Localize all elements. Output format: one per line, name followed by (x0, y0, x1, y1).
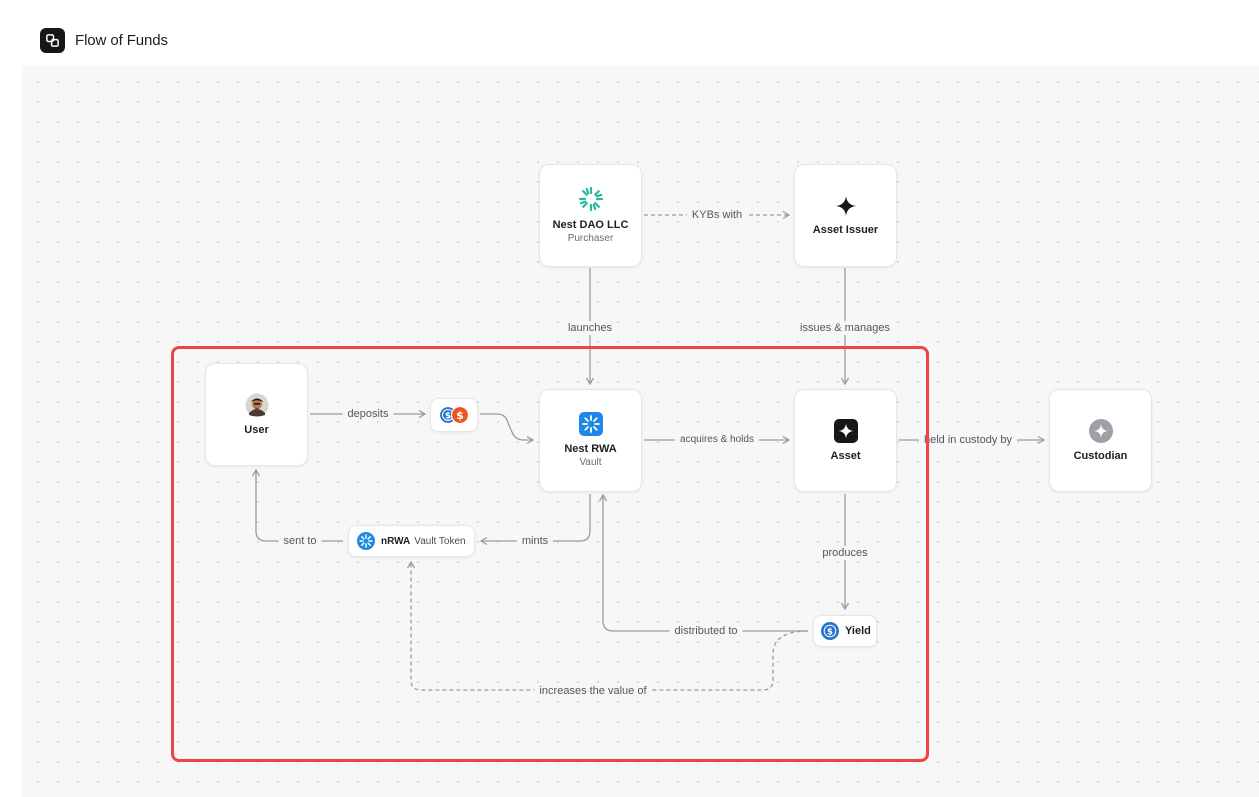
node-title: Nest RWA (564, 442, 617, 455)
edge-label-launches: launches (562, 321, 618, 335)
node-title: Yield (845, 625, 871, 637)
node-nrwa-vault-token[interactable]: nRWA Vault Token (348, 525, 475, 557)
edge-label-issues-manages: issues & manages (795, 321, 895, 335)
usdc-coin-icon: $ (821, 622, 839, 640)
node-nest-rwa-vault[interactable]: Nest RWA Vault (539, 389, 642, 492)
deposit-coins[interactable]: $ $ (430, 398, 478, 432)
node-title: Asset (830, 449, 861, 462)
node-subtitle: Vault (579, 456, 602, 468)
stablecoins-icon: $ $ (438, 405, 470, 425)
node-yield[interactable]: $ Yield (813, 615, 877, 647)
header: Flow of Funds (40, 28, 168, 53)
nest-burst-icon (578, 186, 603, 211)
svg-text:$: $ (445, 412, 451, 422)
node-title: Nest DAO LLC (552, 218, 629, 231)
app-logo-icon (40, 28, 65, 53)
sparkle-icon (835, 195, 856, 216)
edge-label-mints: mints (516, 534, 554, 548)
node-title: Custodian (1073, 449, 1128, 462)
edge-label-deposits: deposits (342, 407, 394, 421)
svg-text:$: $ (456, 409, 464, 422)
token-symbol: nRWA (381, 535, 411, 547)
edge-coins-to-vault (480, 413, 533, 440)
edge-label-sent-to: sent to (278, 534, 322, 548)
node-asset[interactable]: Asset (794, 389, 897, 492)
edge-label-held-in-custody: held in custody by (918, 433, 1018, 447)
highlight-frame (171, 346, 929, 762)
node-custodian[interactable]: Custodian (1049, 389, 1152, 492)
nrwa-token-icon (357, 532, 375, 550)
custodian-icon (1088, 418, 1113, 443)
node-asset-issuer[interactable]: Asset Issuer (794, 164, 897, 267)
user-avatar-icon (245, 393, 268, 416)
edge-label-increases-value: increases the value of (534, 684, 652, 698)
nest-vault-icon (578, 411, 603, 436)
edge-label-acquires-holds: acquires & holds (675, 433, 759, 447)
edge-sent-to (256, 470, 343, 542)
node-subtitle: Purchaser (567, 232, 614, 244)
edge-label-distributed-to: distributed to (669, 624, 743, 638)
node-nest-dao-llc[interactable]: Nest DAO LLC Purchaser (539, 164, 642, 267)
edge-label-kybs-with: KYBs with (686, 208, 748, 222)
edge-increases-value (411, 562, 809, 691)
token-name: Vault Token (414, 535, 466, 547)
page-title: Flow of Funds (75, 32, 168, 49)
edge-label-produces: produces (817, 546, 873, 560)
node-title: User (244, 423, 269, 436)
asset-sparkle-icon (833, 418, 858, 443)
node-user[interactable]: User (205, 363, 308, 466)
edge-distributed-to (603, 495, 808, 632)
node-title: Asset Issuer (812, 223, 879, 236)
svg-text:$: $ (827, 627, 833, 637)
edge-mints (481, 494, 591, 541)
